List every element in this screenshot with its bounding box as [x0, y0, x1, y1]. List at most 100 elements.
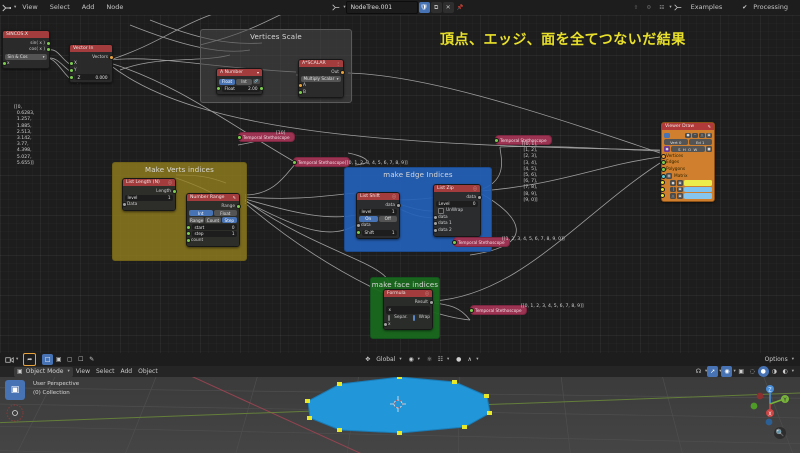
material-shading-icon[interactable]: ◑	[771, 368, 777, 375]
viewport-3d[interactable]: ▣ User Perspective (0) Collection Z Y	[0, 377, 800, 453]
node-link-icon[interactable]	[672, 2, 685, 13]
node-list-shift[interactable]: List Shift ⓘ data level 1 On Off	[355, 192, 401, 239]
cursor-icon[interactable]: ➦	[23, 353, 37, 366]
viewport-menu-object[interactable]: Object	[138, 368, 158, 375]
viewer-activate-icon[interactable]	[664, 132, 670, 138]
number-range-range-button[interactable]: Range	[189, 217, 205, 224]
number-range-start-field[interactable]: start 0	[192, 224, 237, 231]
vert-size-icon[interactable]: ●	[670, 180, 676, 186]
node-canvas[interactable]: Vertices Scale Make Verts indices make E…	[0, 15, 800, 353]
socket-row-formula-x[interactable]: x	[382, 321, 430, 327]
overlays-icon[interactable]: ◉	[721, 366, 733, 377]
list-shift-level-field[interactable]: level 1	[359, 208, 397, 215]
socket-out-sin[interactable]	[45, 40, 51, 46]
stethoscope-node-5[interactable]: Temporal Stethoscope	[469, 305, 527, 315]
link-icon[interactable]: 🔗	[253, 78, 260, 84]
socket-row-length-out[interactable]: Length	[125, 188, 177, 194]
stethoscope-node-4[interactable]: Temporal Stethoscope	[452, 237, 510, 247]
viewer-verts-toggle-icon[interactable]: ●	[685, 132, 691, 138]
orientation-dropdown[interactable]: Global	[376, 356, 396, 363]
socket-out-range[interactable]	[235, 203, 241, 209]
pivot-chevron-icon[interactable]: ▾	[417, 357, 420, 362]
socket-out-shift[interactable]	[395, 202, 401, 208]
socket-in-formula-x[interactable]	[382, 321, 388, 327]
solid-shading-icon[interactable]: ●	[757, 366, 769, 377]
upload-icon[interactable]: ⇧	[633, 4, 639, 11]
socket-row-shift-out[interactable]: data	[359, 202, 401, 208]
fake-user-icon[interactable]: 🛡	[418, 2, 430, 13]
wrap-checkbox[interactable]	[412, 314, 415, 321]
node-list-zip[interactable]: List Zip ⓘ data Level 0 UnWrap	[432, 184, 482, 237]
scalar-mode-dropdown[interactable]: Multiply Scalar ▾	[301, 75, 341, 82]
vector-z-field[interactable]: Z 0.000	[75, 74, 110, 81]
node-info-icon-formula[interactable]: ⓘ	[425, 290, 429, 296]
snap-chevron-icon-vp[interactable]: ▾	[446, 357, 450, 362]
node-a-number[interactable]: A Number ▾ Float Int 🔗 Float 2.00	[215, 68, 264, 95]
socket-row-zip-data0[interactable]: data	[432, 214, 478, 220]
socket-in-steth-4[interactable]	[452, 239, 457, 245]
socket-row-vz[interactable]: Z 0.000	[68, 74, 110, 81]
number-range-step-field[interactable]: step 1	[192, 230, 237, 237]
node-header-number-range[interactable]: Number Range ✎	[187, 194, 239, 201]
viewport-menu-view[interactable]: View	[75, 368, 90, 375]
viewer-polys-toggle-icon[interactable]: △	[699, 132, 705, 138]
viewport-menu-select[interactable]: Select	[95, 368, 115, 375]
examples-menu[interactable]: Examples	[690, 3, 723, 11]
viewer-lock-icon[interactable]: ■	[706, 146, 712, 152]
socket-in-zip-data1[interactable]	[432, 221, 438, 227]
node-scalar-math[interactable]: A*SCALAR ⋮ Out Multiply Scalar ▾ A	[297, 59, 345, 99]
node-viewer-draw[interactable]: Viewer Draw ✎ ● ─ △ ▣ Vert 0 Ed 1 ●	[660, 122, 715, 203]
socket-in-steth-3[interactable]	[494, 137, 499, 143]
node-info-icon[interactable]: ⓘ	[168, 179, 172, 185]
socket-in-length-data[interactable]	[121, 202, 127, 208]
proportional-edit-icon[interactable]: ●	[456, 356, 462, 363]
socket-in-viewer-edges[interactable]	[660, 160, 666, 166]
node-info-icon-zip[interactable]: ⓘ	[473, 185, 477, 191]
navigation-gizmo[interactable]: Z Y X	[748, 382, 792, 426]
node-header-vector-in[interactable]: Vector In	[70, 45, 112, 52]
unlink-x-icon[interactable]: ✕	[442, 2, 454, 13]
socket-row-step[interactable]: step 1	[185, 230, 237, 237]
formula-expression-field[interactable]: x	[386, 305, 430, 314]
stethoscope-node-2[interactable]: Temporal Stethoscope	[292, 157, 350, 167]
tree-chevron-icon[interactable]: ▾	[343, 5, 346, 10]
socket-row-zip-data1[interactable]: data 1	[432, 221, 478, 227]
socket-row-formula-out[interactable]: Result	[386, 299, 434, 305]
viewer-vert-count-button[interactable]: Vert 0	[664, 139, 688, 145]
socket-out-formula[interactable]	[428, 299, 434, 305]
node-header-list-length[interactable]: List Length (N) ⓘ	[123, 179, 175, 186]
menu-node[interactable]: Node	[106, 3, 124, 11]
viewer-extra-toggle-icon[interactable]: ▣	[706, 132, 712, 138]
node-tree-icon[interactable]	[329, 2, 342, 13]
unwrap-checkbox[interactable]	[438, 207, 444, 214]
number-range-count-button[interactable]: Count	[205, 217, 221, 224]
formula-options-row[interactable]: Separ. Wrap	[386, 314, 430, 321]
socket-row-shift-data-in[interactable]: data	[355, 223, 397, 229]
socket-out-vectors[interactable]	[108, 54, 114, 60]
socket-in-start[interactable]	[185, 224, 191, 230]
viewer-show-button[interactable]: S H O W	[671, 146, 705, 152]
node-header-scalar-math[interactable]: A*SCALAR ⋮	[299, 60, 343, 67]
node-header-list-shift[interactable]: List Shift ⓘ	[357, 193, 399, 200]
orientation-icon[interactable]: ✥	[365, 356, 371, 363]
socket-row-viewer-polys[interactable]: Polygons	[660, 166, 712, 172]
socket-in-poly-color[interactable]	[660, 193, 665, 199]
menu-add[interactable]: Add	[81, 3, 95, 11]
socket-in-step[interactable]	[185, 231, 191, 237]
socket-in-zip-data0[interactable]	[432, 214, 438, 220]
poly-fill-icon[interactable]: △	[670, 193, 676, 199]
list-zip-level-row[interactable]: Level 0	[436, 200, 478, 207]
viewer-edges-toggle-icon[interactable]: ─	[692, 132, 698, 138]
node-header-list-zip[interactable]: List Zip ⓘ	[434, 185, 480, 192]
socket-row-scalar-b[interactable]: B	[297, 89, 341, 95]
rendered-shading-icon[interactable]: ◐	[782, 368, 788, 375]
socket-in-viewer-polys[interactable]	[660, 166, 666, 172]
socket-out-a-number[interactable]	[258, 86, 264, 91]
socket-row-length-data-in[interactable]: Data	[121, 202, 173, 208]
node-formula[interactable]: Formula ⓘ Result x Separ. Wrap	[382, 289, 434, 331]
socket-in-shift-amount[interactable]	[355, 230, 361, 236]
socket-row-vectors-out[interactable]: Vectors	[72, 54, 114, 60]
number-range-mode-segments[interactable]: Range Count Step	[189, 217, 237, 224]
socket-row-start[interactable]: start 0	[185, 224, 237, 231]
poly-style-icon[interactable]: ▣	[677, 193, 683, 199]
